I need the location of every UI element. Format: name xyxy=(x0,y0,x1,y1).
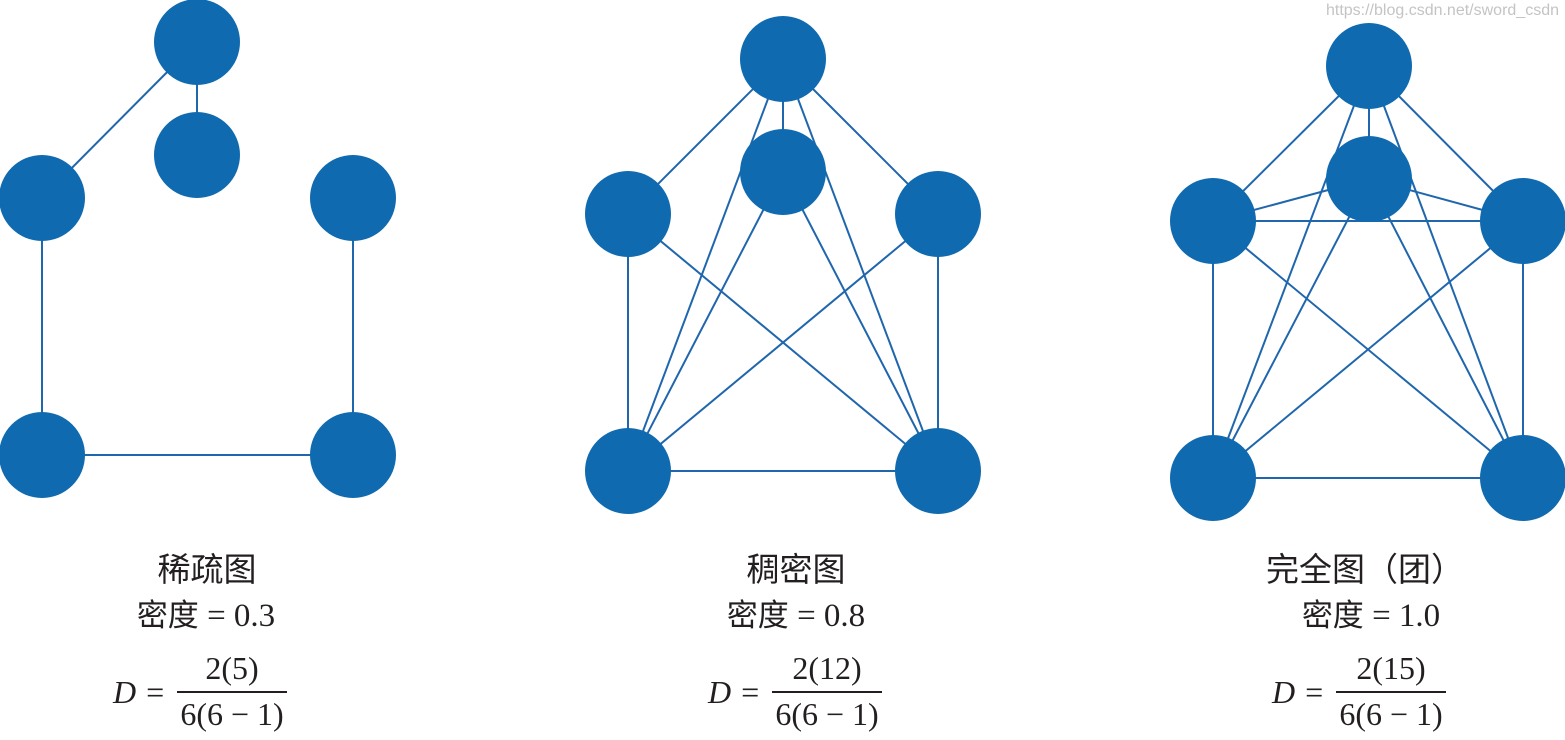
node-bottom-left xyxy=(585,428,671,514)
complete-density: 密度 = 1.0 xyxy=(1301,598,1441,634)
edge-top-bottom-left xyxy=(627,58,784,472)
node-mid xyxy=(154,112,240,198)
node-bottom-right xyxy=(310,412,396,498)
sparse-density: 密度 = 0.3 xyxy=(136,598,276,634)
edge-mid-bottom-left xyxy=(627,171,784,472)
edge-top-bottom-right xyxy=(782,58,939,472)
complete-graph-title: 完全图（团） xyxy=(1266,550,1464,589)
edge-right-bottom-left xyxy=(627,213,939,472)
node-top xyxy=(154,0,240,85)
node-right xyxy=(895,171,981,257)
edge-mid-bottom-left xyxy=(1212,178,1370,479)
node-bottom-left xyxy=(0,412,85,498)
node-right xyxy=(1480,178,1565,264)
node-left xyxy=(1170,178,1256,264)
node-top xyxy=(740,16,826,102)
node-bottom-left xyxy=(1170,435,1256,521)
node-mid xyxy=(740,129,826,215)
edge-top-bottom-left xyxy=(1212,65,1370,479)
watermark: https://blog.csdn.net/sword_csdn xyxy=(1325,2,1559,19)
graph-diagrams xyxy=(0,0,1565,521)
fraction-bar xyxy=(772,691,882,693)
node-bottom-right xyxy=(895,428,981,514)
dense-graph xyxy=(585,16,981,514)
edge-top-bottom-right xyxy=(1368,65,1524,479)
node-bottom-right xyxy=(1480,435,1565,521)
node-top xyxy=(1326,23,1412,109)
fraction-bar xyxy=(1336,691,1446,693)
node-left xyxy=(585,171,671,257)
complete-graph xyxy=(1170,23,1565,521)
sparse-graph xyxy=(0,0,396,498)
edge-mid-bottom-right xyxy=(1368,178,1524,479)
fraction-bar xyxy=(177,691,287,693)
dense-graph-title: 稠密图 xyxy=(746,550,846,589)
edge-right-bottom-left xyxy=(1212,220,1524,479)
node-right xyxy=(310,155,396,241)
edge-mid-bottom-right xyxy=(782,171,939,472)
dense-density: 密度 = 0.8 xyxy=(726,598,866,634)
node-mid xyxy=(1326,136,1412,222)
sparse-graph-title: 稀疏图 xyxy=(157,550,257,589)
node-left xyxy=(0,155,85,241)
